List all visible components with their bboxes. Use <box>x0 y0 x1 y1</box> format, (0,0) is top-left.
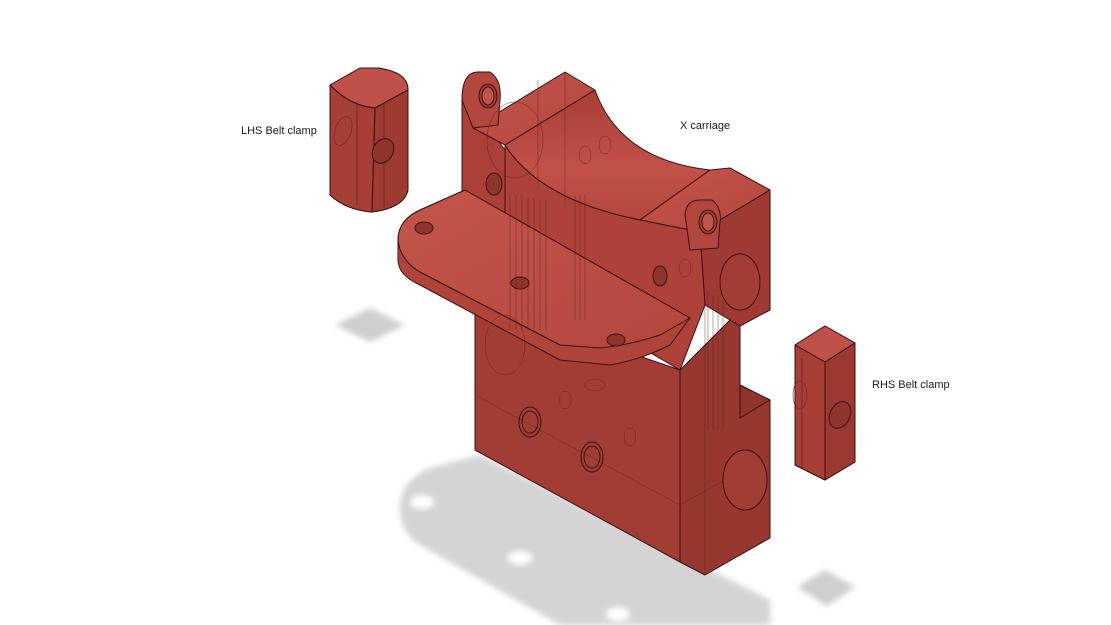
ground-shadows <box>335 308 855 625</box>
x-carriage-label: X carriage <box>680 120 731 132</box>
rhs-belt-clamp-label: RHS Belt clamp <box>872 379 950 391</box>
x-carriage-part[interactable] <box>397 71 771 576</box>
lhs-belt-clamp-label: LHS Belt clamp <box>241 125 317 137</box>
lhs-belt-clamp-part[interactable] <box>329 67 409 213</box>
carriage-shadow <box>399 455 770 625</box>
rhs-belt-clamp-part[interactable] <box>792 325 856 481</box>
lhs-clamp-shadow <box>335 308 405 342</box>
rhs-clamp-shadow <box>797 570 855 606</box>
